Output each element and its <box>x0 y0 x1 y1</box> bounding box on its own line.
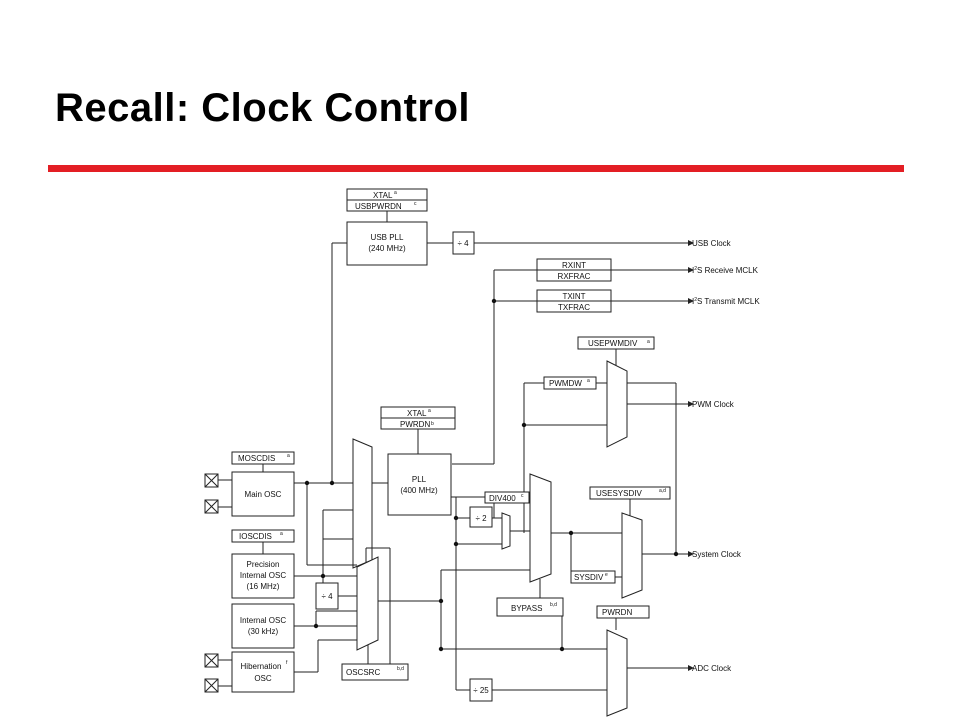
adc-mux <box>606 629 628 717</box>
pll-label: PLL <box>412 475 427 484</box>
crystal-pin-hib-2 <box>204 678 219 693</box>
sup-pwmdw: a <box>587 378 590 384</box>
adc-clock-label: ADC Clock <box>692 664 732 673</box>
sup-xtal-usb: a <box>394 190 397 196</box>
reg-moscdis: MOSCDIS <box>238 454 275 463</box>
reg-rxint: RXINT <box>562 261 586 270</box>
piosc-line-1: Precision <box>247 560 280 569</box>
reg-sysdiv: SYSDIV <box>574 573 604 582</box>
reg-div400: DIV400 <box>489 494 516 503</box>
slide-title: Recall: Clock Control <box>55 86 471 130</box>
reg-xtal-pll: XTAL <box>407 409 427 418</box>
div400-mux <box>501 512 511 550</box>
reg-pwmdw: PWMDW <box>549 379 582 388</box>
sup-oscsrc: b,d <box>397 666 404 672</box>
reg-usesysdiv: USESYSDIV <box>596 489 642 498</box>
svg-text:I2S Transmit MCLK: I2S Transmit MCLK <box>692 297 760 306</box>
reg-pwrdn-pll: PWRDN <box>400 420 430 429</box>
sup-xtal-pll: a <box>428 408 431 414</box>
osc-div4-label: ÷ 4 <box>321 592 333 601</box>
reg-pwrdn-adc: PWRDN <box>602 608 632 617</box>
osc-source-mux <box>356 556 379 651</box>
bypass-mux <box>529 473 552 583</box>
pwm-clock-label: PWM Clock <box>692 400 735 409</box>
iosc-line-2: (30 kHz) <box>248 627 279 636</box>
usb-pll-label: USB PLL <box>371 233 404 242</box>
div2-label: ÷ 2 <box>475 514 487 523</box>
oscsrc-register <box>341 663 409 681</box>
sup-moscdis: a <box>287 453 290 459</box>
i2s-tx-prefix: I <box>692 297 694 306</box>
sup-hib: f <box>286 660 288 666</box>
piosc-line-3: (16 MHz) <box>247 582 280 591</box>
div25-label: ÷ 25 <box>473 686 489 695</box>
reg-txfrac: TXFRAC <box>558 303 590 312</box>
iosc-line-1: Internal OSC <box>240 616 286 625</box>
svg-text:I2S Receive MCLK: I2S Receive MCLK <box>692 266 759 275</box>
usb-clock-label: USB Clock <box>692 239 732 248</box>
sup-usesysdiv: a,d <box>659 488 666 494</box>
sup-usbpwrdn: c <box>414 201 417 207</box>
precision-internal-osc-block <box>231 553 295 599</box>
hibernation-osc-block <box>231 651 295 693</box>
sup-bypass: b,d <box>550 602 557 608</box>
reg-bypass: BYPASS <box>511 604 542 613</box>
reg-oscsrc: OSCSRC <box>346 668 380 677</box>
pll-block <box>387 453 452 516</box>
reg-usepwmdiv: USEPWMDIV <box>588 339 638 348</box>
bypass-register <box>496 597 564 617</box>
div400-register <box>484 491 530 504</box>
hib-line-1: Hibernation <box>241 662 282 671</box>
sup-ioscdis: a <box>280 531 283 537</box>
reg-txint: TXINT <box>562 292 585 301</box>
reg-xtal-usb: XTAL <box>373 191 393 200</box>
reg-ioscdis: IOSCDIS <box>239 532 272 541</box>
sup-usepwmdiv: a <box>647 339 650 345</box>
i2s-receive-mclk-label: S Receive MCLK <box>697 266 759 275</box>
main-osc-block <box>231 471 295 517</box>
pwrdn-adc-register <box>596 605 650 619</box>
hib-line-2: OSC <box>254 674 272 683</box>
i2s-tx-sup: 2 <box>694 297 697 303</box>
system-clock-label: System Clock <box>692 550 742 559</box>
main-osc-label: Main OSC <box>245 490 282 499</box>
sup-sysdiv: e <box>605 572 608 578</box>
divide-by-2 <box>469 506 493 528</box>
i2s-transmit-mclk-label: S Transmit MCLK <box>697 297 760 306</box>
internal-osc-block <box>231 603 295 649</box>
usb-pll-freq: (240 MHz) <box>368 244 406 253</box>
sysdiv-mux <box>621 512 643 599</box>
i2s-rx-prefix: I <box>692 266 694 275</box>
crystal-pin-hib-1 <box>204 653 219 668</box>
crystal-pin-main-2 <box>204 499 219 514</box>
pll-input-mux <box>352 438 373 569</box>
reg-usbpwrdn: USBPWRDN <box>355 202 402 211</box>
pwm-mux <box>606 360 628 448</box>
usb-div4-label: ÷ 4 <box>457 239 469 248</box>
crystal-pin-main-1 <box>204 473 219 488</box>
reg-rxfrac: RXFRAC <box>558 272 591 281</box>
pll-freq: (400 MHz) <box>400 486 438 495</box>
sup-pwrdn-pll: b <box>431 421 434 427</box>
title-underline <box>48 165 904 172</box>
i2s-rx-sup: 2 <box>694 266 697 272</box>
piosc-line-2: Internal OSC <box>240 571 286 580</box>
sup-div400: c <box>521 493 524 499</box>
